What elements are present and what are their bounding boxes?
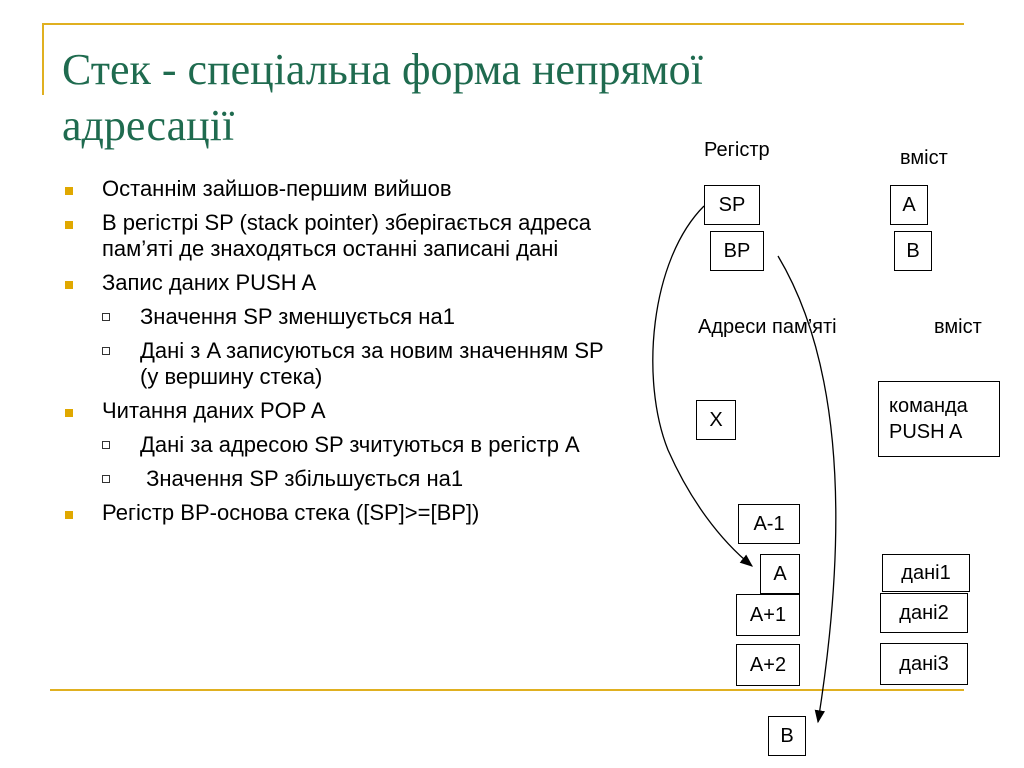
bullet-marker-icon: [65, 187, 73, 195]
memory-data-2: дані2: [880, 593, 968, 633]
sub-bullet-text: Значення SP зменшується на1: [140, 304, 455, 329]
register-header: Регістр: [704, 139, 770, 161]
bullet-marker-icon: [65, 409, 73, 417]
bullet-text: Регістр BP-основа стека ([SP]>=[BP]): [102, 500, 480, 525]
bullet-item: Запис даних PUSH A Значення SP зменшуєть…: [62, 270, 622, 390]
memory-address-a: A: [760, 554, 800, 594]
push-command-box: команда PUSH A: [878, 381, 1000, 457]
memory-address-a-minus-1: A-1: [738, 504, 800, 544]
bullet-item: Регістр BP-основа стека ([SP]>=[BP]): [62, 500, 622, 526]
sub-bullet-marker-icon: [102, 313, 110, 321]
bullet-list: Останнім зайшов-першим вийшов В регістрі…: [62, 176, 622, 534]
register-sp-box: SP: [704, 185, 760, 225]
bp-value-box: B: [894, 231, 932, 271]
left-rule: [42, 23, 44, 95]
sub-bullet-item: Дані з A записуються за новим значенням …: [102, 338, 622, 390]
bullet-marker-icon: [65, 281, 73, 289]
bullet-item: Останнім зайшов-першим вийшов: [62, 176, 622, 202]
memory-address-a-plus-1: A+1: [736, 594, 800, 636]
memory-data-1: дані1: [882, 554, 970, 592]
sub-bullet-item: Значення SP збільшується на1: [102, 466, 622, 492]
slide-title: Стек - спеціальна форма непрямої адресац…: [62, 45, 703, 150]
sub-bullet-text: Значення SP збільшується на1: [140, 466, 464, 491]
sub-bullet-text: Дані з A записуються за новим значенням …: [140, 338, 604, 389]
memory-address-header: Адреси пам’яті: [698, 316, 837, 338]
register-content-header: вміст: [900, 147, 948, 169]
bullet-item: В регістрі SP (stack pointer) зберігаєть…: [62, 210, 622, 262]
memory-address-x: X: [696, 400, 736, 440]
bullet-marker-icon: [65, 511, 73, 519]
bp-pointer-arrow: [777, 255, 837, 724]
sp-pointer-arrow: [652, 205, 754, 567]
bullet-text: Читання даних POP A: [102, 398, 326, 423]
memory-address-b: B: [768, 716, 806, 756]
command-line-1: команда: [889, 395, 968, 417]
sub-bullet-list: Значення SP зменшується на1 Дані з A зап…: [102, 304, 622, 390]
bottom-rule: [50, 689, 964, 691]
top-rule: [42, 23, 964, 25]
bullet-text: Запис даних PUSH A: [102, 270, 317, 295]
sub-bullet-list: Дані за адресою SP зчитуються в регістр …: [102, 432, 622, 492]
sub-bullet-text: Дані за адресою SP зчитуються в регістр …: [140, 432, 580, 457]
memory-content-header: вміст: [934, 316, 982, 338]
register-bp-box: BP: [710, 231, 764, 271]
command-line-2: PUSH A: [889, 421, 963, 443]
bullet-text: В регістрі SP (stack pointer) зберігаєть…: [102, 210, 591, 261]
memory-data-3: дані3: [880, 643, 968, 685]
sub-bullet-item: Дані за адресою SP зчитуються в регістр …: [102, 432, 622, 458]
bullet-item: Читання даних POP A Дані за адресою SP з…: [62, 398, 622, 492]
sub-bullet-marker-icon: [102, 347, 110, 355]
sp-value-box: A: [890, 185, 928, 225]
memory-address-a-plus-2: A+2: [736, 644, 800, 686]
sub-bullet-marker-icon: [102, 441, 110, 449]
sub-bullet-item: Значення SP зменшується на1: [102, 304, 622, 330]
sub-bullet-marker-icon: [102, 475, 110, 483]
bullet-text: Останнім зайшов-першим вийшов: [102, 176, 452, 201]
bullet-marker-icon: [65, 221, 73, 229]
